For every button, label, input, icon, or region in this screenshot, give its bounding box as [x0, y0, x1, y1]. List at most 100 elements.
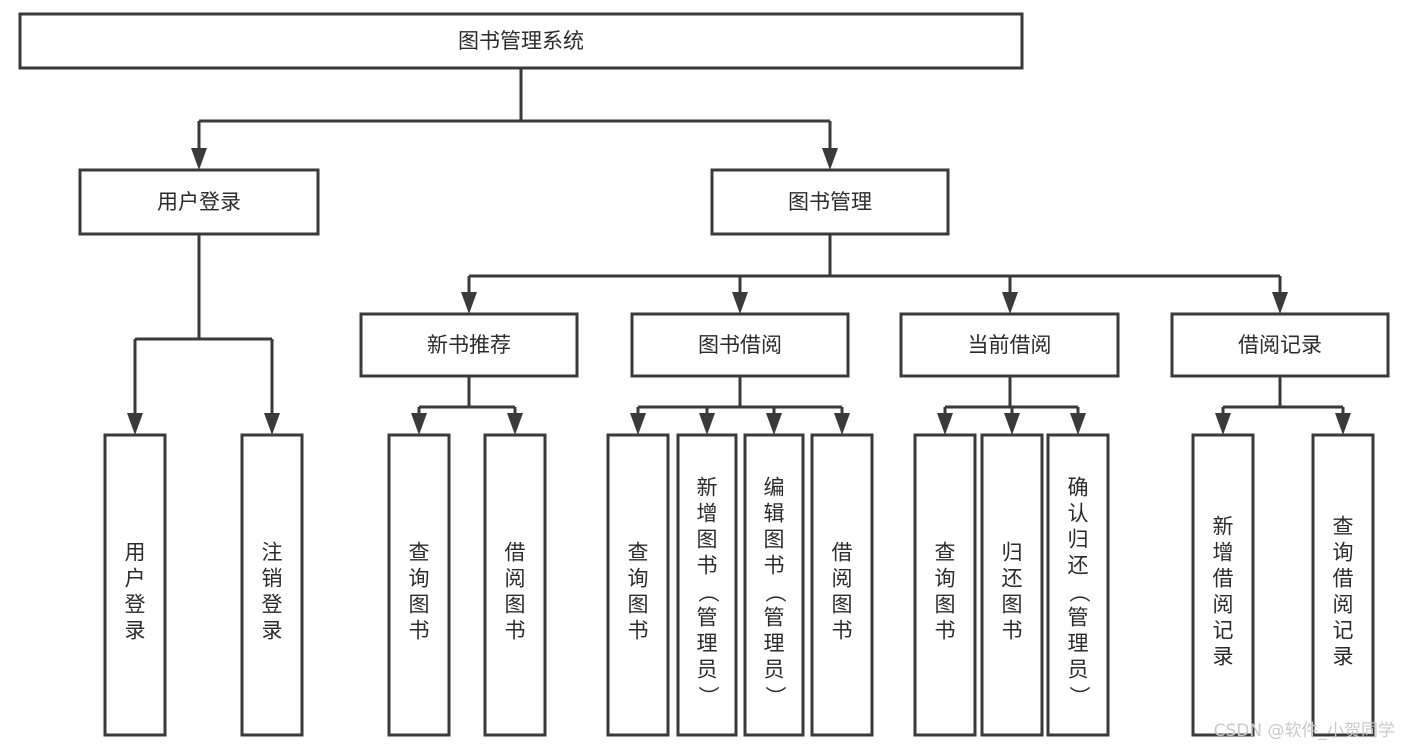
node-label: 图书借阅 — [698, 333, 782, 357]
node-box — [1191, 433, 1255, 737]
node-label: 新书推荐 — [427, 333, 511, 357]
svg-text:借: 借 — [1213, 566, 1234, 590]
svg-text:录: 录 — [1333, 644, 1354, 668]
svg-text:查: 查 — [1333, 514, 1354, 538]
svg-text:注: 注 — [262, 540, 283, 564]
svg-text:录: 录 — [125, 618, 146, 642]
svg-text:认: 认 — [1068, 501, 1089, 525]
svg-text:增: 增 — [1213, 540, 1234, 564]
svg-text:录: 录 — [1213, 644, 1234, 668]
svg-text:查: 查 — [935, 540, 956, 564]
node-box — [359, 312, 579, 378]
svg-text:询: 询 — [935, 566, 956, 590]
svg-text:书: 书 — [409, 618, 430, 642]
node-label: 借阅记录 — [1238, 333, 1322, 357]
svg-text:归: 归 — [1068, 527, 1089, 551]
svg-text:录: 录 — [262, 618, 283, 642]
svg-text:还: 还 — [1068, 553, 1089, 577]
svg-text:书: 书 — [832, 618, 853, 642]
node-root[interactable]: 图书管理系统 — [18, 12, 1024, 70]
svg-text:员: 员 — [697, 657, 718, 681]
node-box — [483, 433, 547, 737]
node-box — [78, 168, 320, 236]
svg-text:书: 书 — [628, 618, 649, 642]
node-n-borrow[interactable]: 图书借阅 — [630, 312, 850, 378]
node-label: 用户登录 — [157, 190, 241, 214]
node-box — [630, 312, 850, 378]
node-box — [710, 168, 950, 236]
node-box — [240, 433, 304, 737]
svg-text:理: 理 — [1068, 631, 1089, 655]
node-label: 图书管理系统 — [458, 29, 584, 53]
node-label: 用户登录 — [125, 540, 146, 642]
svg-text:增: 增 — [697, 501, 718, 525]
svg-text:辑: 辑 — [764, 501, 785, 525]
node-box — [899, 312, 1120, 378]
svg-text:还: 还 — [1002, 566, 1023, 590]
node-l-user-login[interactable]: 用户登录 — [103, 433, 167, 737]
svg-text:）: ） — [1067, 686, 1091, 707]
node-box — [1311, 433, 1375, 737]
svg-text:借: 借 — [832, 540, 853, 564]
node-box — [1046, 433, 1110, 737]
svg-text:理: 理 — [697, 631, 718, 655]
svg-text:图: 图 — [832, 592, 853, 616]
svg-text:编: 编 — [764, 475, 785, 499]
svg-text:阅: 阅 — [832, 566, 853, 590]
node-n-book-manage[interactable]: 图书管理 — [710, 168, 950, 236]
svg-text:员: 员 — [1068, 657, 1089, 681]
svg-text:图: 图 — [409, 592, 430, 616]
node-box — [606, 433, 670, 737]
svg-text:图: 图 — [697, 527, 718, 551]
node-box — [387, 433, 451, 737]
svg-text:记: 记 — [1213, 618, 1234, 642]
edge-layer — [127, 68, 1351, 435]
node-box — [18, 12, 1024, 70]
node-n-user-login[interactable]: 用户登录 — [78, 168, 320, 236]
svg-text:确: 确 — [1068, 475, 1089, 499]
node-label: 图书管理 — [788, 190, 872, 214]
svg-text:销: 销 — [262, 566, 283, 590]
node-n-new-book[interactable]: 新书推荐 — [359, 312, 579, 378]
node-n-current[interactable]: 当前借阅 — [899, 312, 1120, 378]
svg-text:查: 查 — [409, 540, 430, 564]
watermark-text: CSDN @软件_小贺同学 — [1213, 721, 1395, 741]
svg-text:（: （ — [696, 582, 720, 603]
svg-text:图: 图 — [764, 527, 785, 551]
svg-text:书: 书 — [1002, 618, 1023, 642]
node-label: 当前借阅 — [968, 333, 1052, 357]
node-n-record[interactable]: 借阅记录 — [1170, 312, 1390, 378]
svg-text:询: 询 — [628, 566, 649, 590]
node-box — [743, 433, 805, 737]
svg-text:用: 用 — [125, 540, 146, 564]
node-box — [913, 433, 977, 737]
svg-text:阅: 阅 — [505, 566, 526, 590]
svg-text:（: （ — [1067, 582, 1091, 603]
svg-text:查: 查 — [628, 540, 649, 564]
node-layer: 图书管理系统用户登录图书管理新书推荐图书借阅当前借阅借阅记录用户登录注销登录查询… — [18, 12, 1390, 737]
svg-text:新: 新 — [1213, 514, 1234, 538]
svg-text:）: ） — [696, 686, 720, 707]
